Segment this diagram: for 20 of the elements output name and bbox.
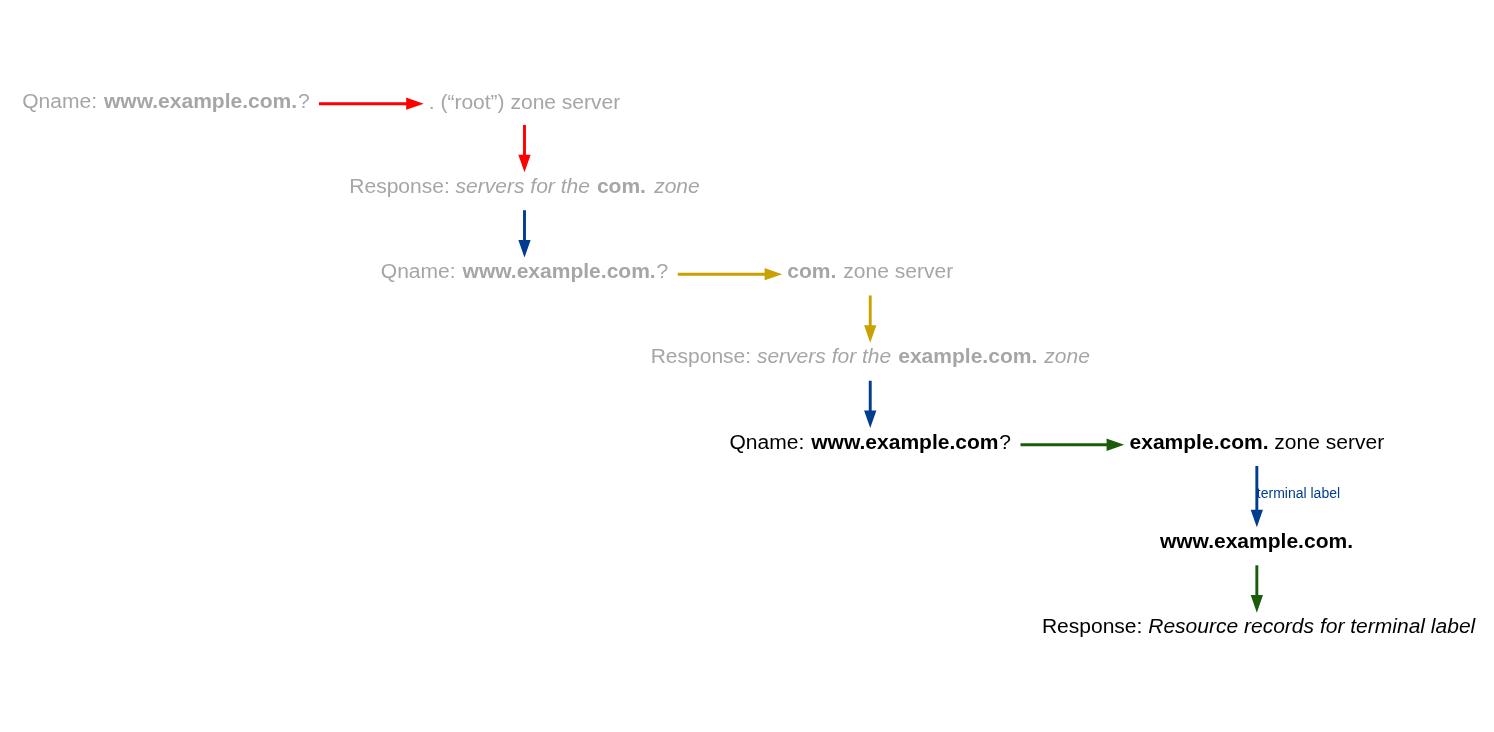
node-text: . (“root”) zone server xyxy=(428,89,621,113)
arrow xyxy=(1020,438,1125,451)
arrow xyxy=(518,209,531,258)
node-text: Response: servers for the com. zone xyxy=(349,173,700,197)
arrow xyxy=(518,124,531,172)
arrow xyxy=(864,380,877,428)
node-text: example.com. zone server xyxy=(1129,429,1385,453)
arrow xyxy=(677,267,783,280)
node-text: com. zone server xyxy=(787,258,954,282)
edge-label: terminal label xyxy=(1256,484,1341,501)
node-text: Qname: www.example.com.? xyxy=(22,88,310,112)
node-text: Qname: www.example.com? xyxy=(729,429,1011,453)
node-text: Response: Resource records for terminal label xyxy=(1041,613,1476,637)
node-text: www.example.com. xyxy=(1159,528,1353,552)
node-text: Response: servers for the example.com. zone xyxy=(650,343,1090,367)
arrow xyxy=(1250,465,1263,527)
node-text: Qname: www.example.com.? xyxy=(380,258,669,282)
arrow xyxy=(864,294,877,343)
arrow xyxy=(1250,564,1263,613)
arrow xyxy=(318,97,424,110)
